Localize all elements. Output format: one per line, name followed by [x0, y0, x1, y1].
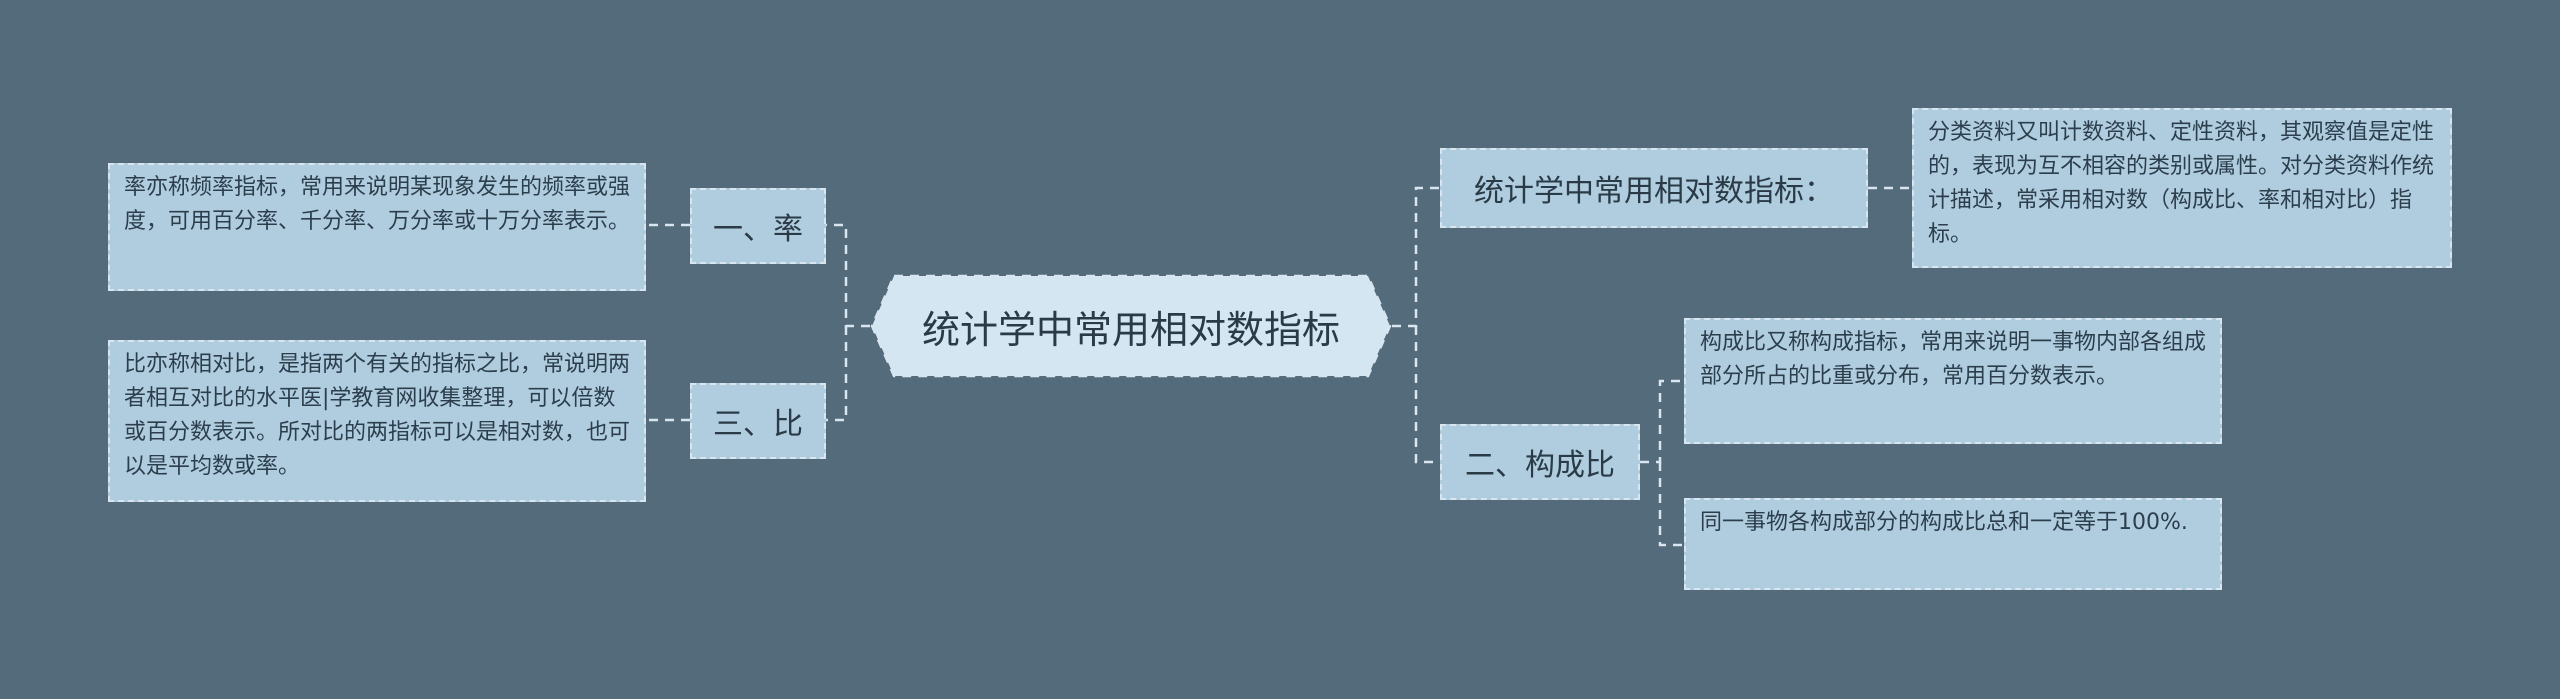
branch-intro-detail-text: 分类资料又叫计数资料、定性资料，其观察值是定性的，表现为互不相容的类别或属性。对… — [1928, 120, 2435, 247]
branch-rate-detail-text: 率亦称频率指标，常用来说明某现象发生的频率或强度，可用百分率、千分率、万分率或十… — [124, 175, 631, 234]
branch-composition-detail-2[interactable]: 同一事物各构成部分的构成比总和一定等于100%. — [1684, 498, 2222, 590]
branch-ratio-detail[interactable]: 比亦称相对比，是指两个有关的指标之比，常说明两者相互对比的水平医|学教育网收集整… — [108, 340, 646, 502]
branch-composition-detail-1-text: 构成比又称构成指标，常用来说明一事物内部各组成部分所占的比重或分布，常用百分数表… — [1700, 330, 2207, 389]
branch-rate-detail[interactable]: 率亦称频率指标，常用来说明某现象发生的频率或强度，可用百分率、千分率、万分率或十… — [108, 163, 646, 291]
root-node[interactable]: 统计学中常用相对数指标 — [870, 274, 1392, 378]
branch-intro-label: 统计学中常用相对数指标： — [1474, 174, 1834, 209]
branch-ratio-detail-text: 比亦称相对比，是指两个有关的指标之比，常说明两者相互对比的水平医|学教育网收集整… — [124, 352, 631, 479]
branch-rate[interactable]: 一、率 — [690, 188, 826, 264]
root-hexagon-shape — [870, 274, 1392, 378]
branch-intro[interactable]: 统计学中常用相对数指标： — [1440, 148, 1868, 228]
branch-composition-label: 二、构成比 — [1465, 448, 1615, 483]
branch-ratio-label: 三、比 — [713, 407, 803, 442]
branch-intro-detail[interactable]: 分类资料又叫计数资料、定性资料，其观察值是定性的，表现为互不相容的类别或属性。对… — [1912, 108, 2452, 268]
branch-rate-label: 一、率 — [713, 212, 803, 247]
branch-composition[interactable]: 二、构成比 — [1440, 424, 1640, 500]
branch-ratio[interactable]: 三、比 — [690, 383, 826, 459]
root-label: 统计学中常用相对数指标 — [921, 307, 1340, 352]
branch-composition-detail-2-text: 同一事物各构成部分的构成比总和一定等于100%. — [1700, 510, 2188, 535]
branch-composition-detail-1[interactable]: 构成比又称构成指标，常用来说明一事物内部各组成部分所占的比重或分布，常用百分数表… — [1684, 318, 2222, 444]
